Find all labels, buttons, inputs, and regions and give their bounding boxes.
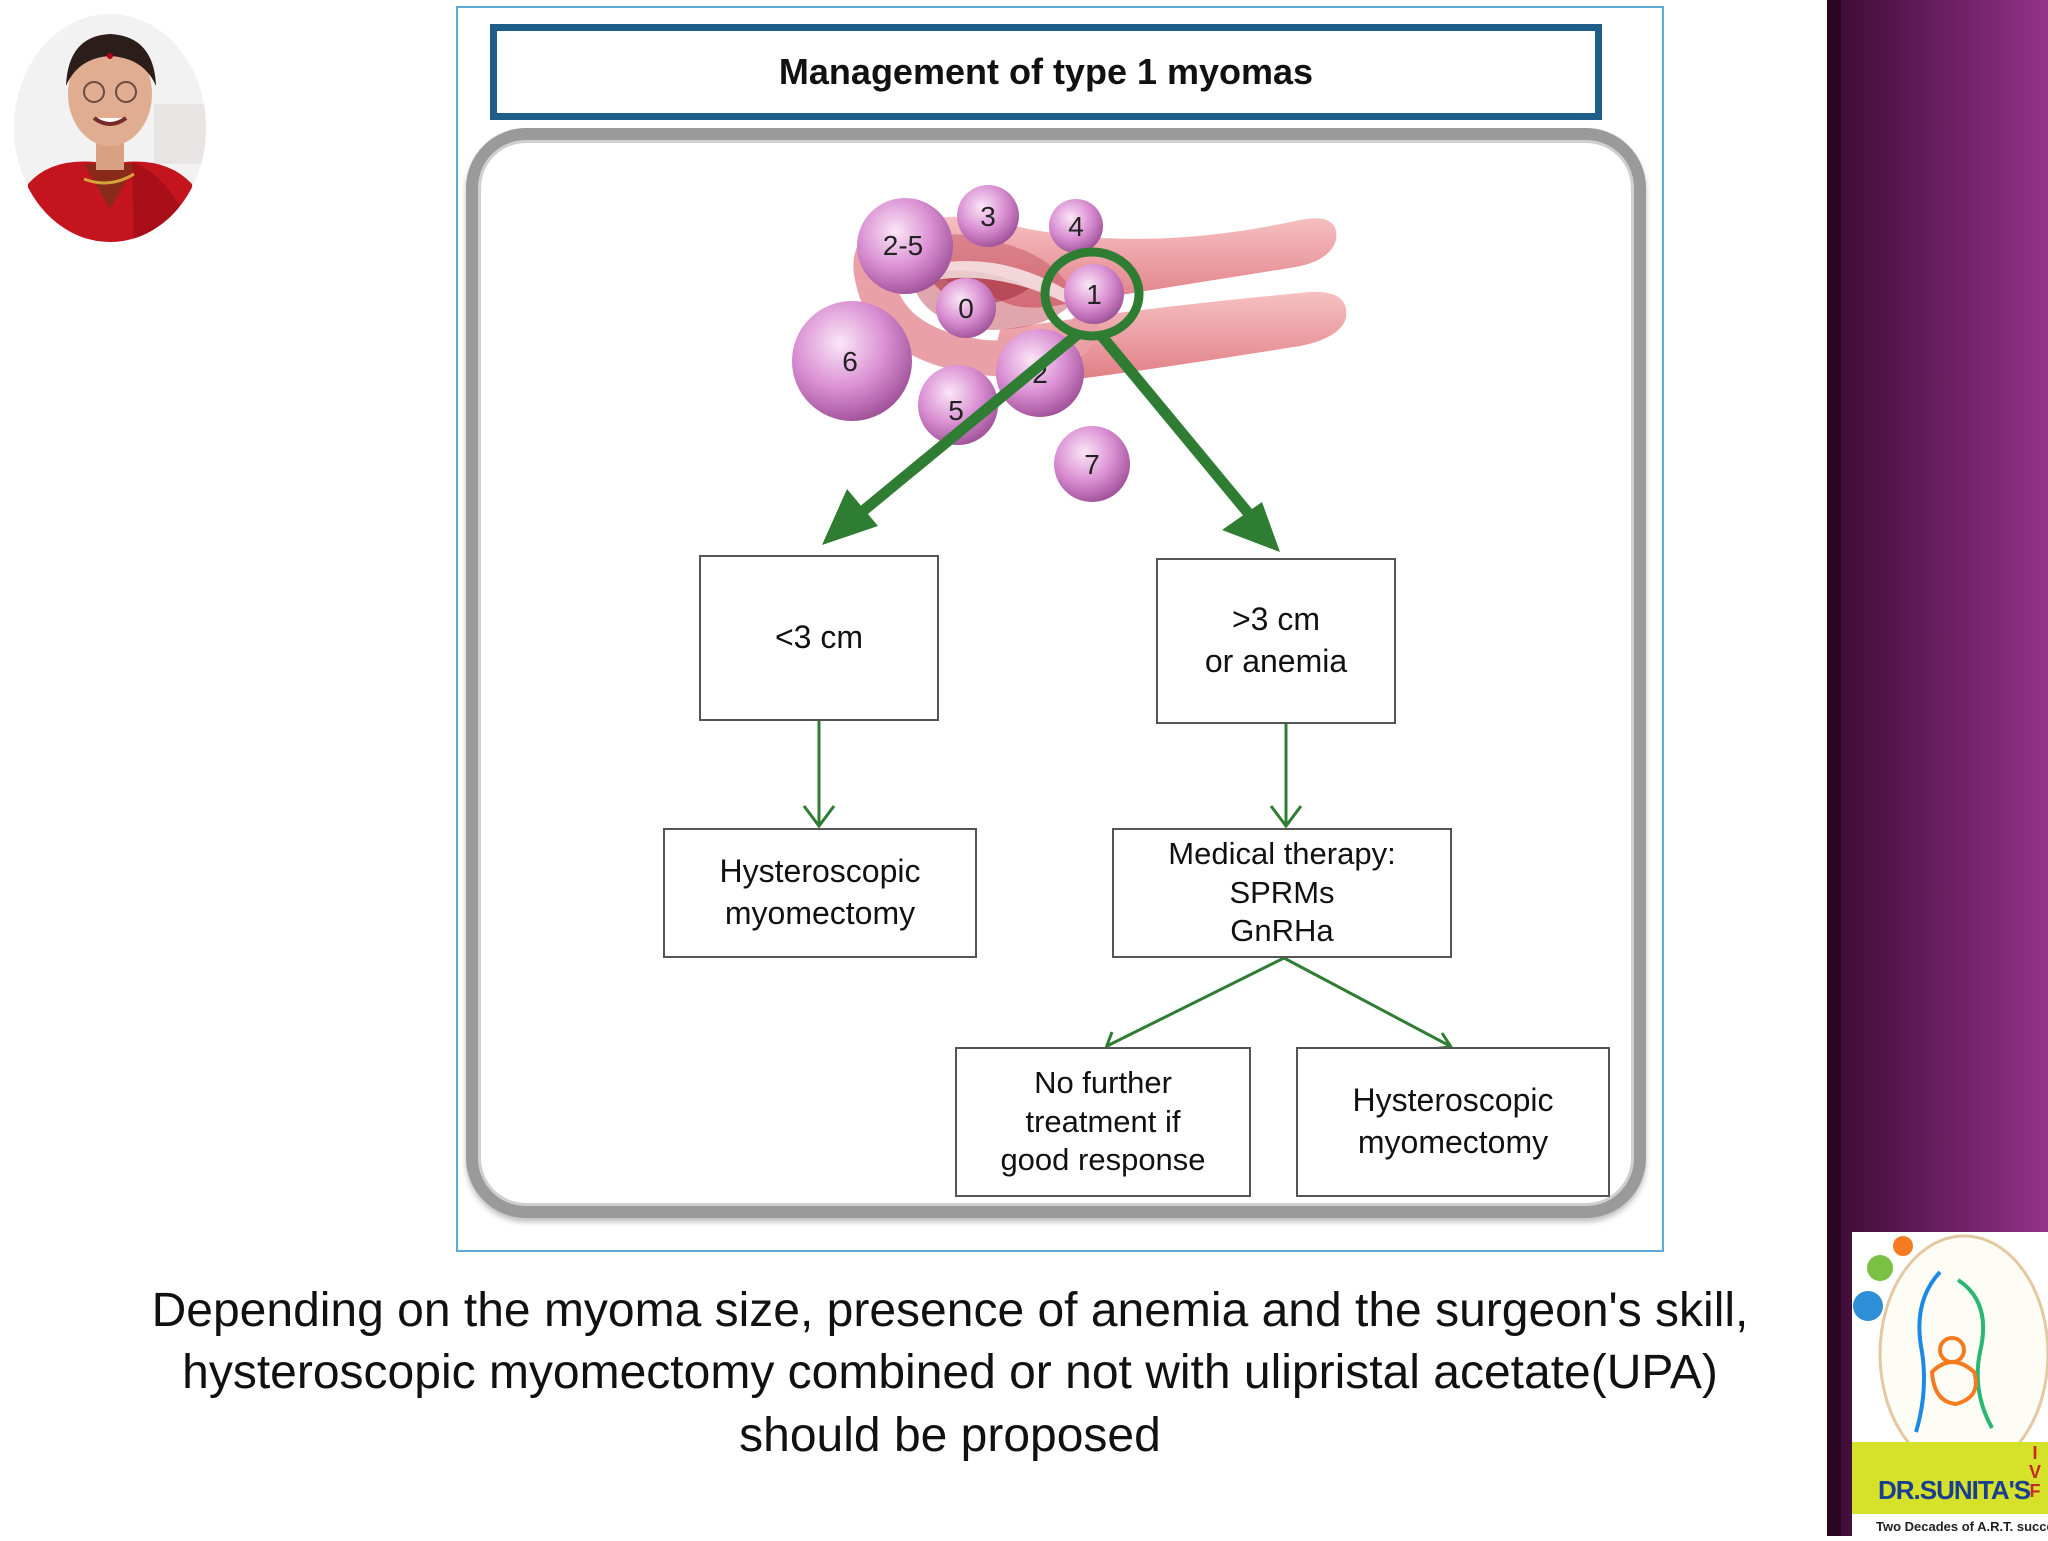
myoma-label: 4 (1068, 211, 1084, 242)
title-box: Management of type 1 myomas (490, 24, 1602, 120)
box-hysteroscopic-myomectomy-right: Hysteroscopic myomectomy (1296, 1047, 1610, 1197)
myoma-2-5-nodule (857, 198, 953, 294)
box-hysteroscopic-myomectomy-left: Hysteroscopic myomectomy (663, 828, 977, 958)
myoma-1-nodule (1064, 264, 1124, 324)
myoma-0-nodule (936, 278, 996, 338)
myoma-label: 6 (842, 346, 858, 377)
box-large-myoma-or-anemia: >3 cm or anemia (1156, 558, 1396, 724)
slide-caption: Depending on the myoma size, presence of… (151, 1284, 1749, 1462)
box-medical-therapy: Medical therapy: SPRMs GnRHa (1112, 828, 1452, 958)
logo-emblem (1852, 1234, 2048, 1536)
myoma-label: 1 (1086, 279, 1102, 310)
myoma-nodules (792, 185, 1130, 502)
myoma-7-nodule (1054, 426, 1130, 502)
page-title: Management of type 1 myomas (778, 51, 1314, 92)
logo-ivf: I V F (2028, 1443, 2041, 1501)
clinic-logo: DR.SUNITA'S I V F Two Decades of A.R.T. … (1852, 1232, 2048, 1536)
myoma-4-nodule (1049, 199, 1103, 253)
myoma-label: 2-5 (883, 230, 923, 261)
myoma-6-nodule (792, 301, 912, 421)
thin-arrows (802, 720, 1454, 1052)
presenter-photo (14, 14, 206, 242)
logo-tagline: Two Decades of A.R.T. success (1876, 1519, 2048, 1534)
box-small-myoma: <3 cm (699, 555, 939, 721)
box-no-further-treatment: No further treatment if good response (955, 1047, 1251, 1197)
logo-name: DR.SUNITA'S (1878, 1475, 2031, 1505)
myoma-5-nodule (918, 365, 998, 445)
myoma-3-nodule (957, 185, 1019, 247)
myoma-label: 5 (948, 395, 964, 426)
main-arrows (822, 329, 1280, 552)
myoma-label: 0 (958, 293, 974, 324)
myoma-label: 3 (980, 201, 996, 232)
myoma-label: 7 (1084, 449, 1100, 480)
type1-highlight-ring (1040, 247, 1144, 341)
